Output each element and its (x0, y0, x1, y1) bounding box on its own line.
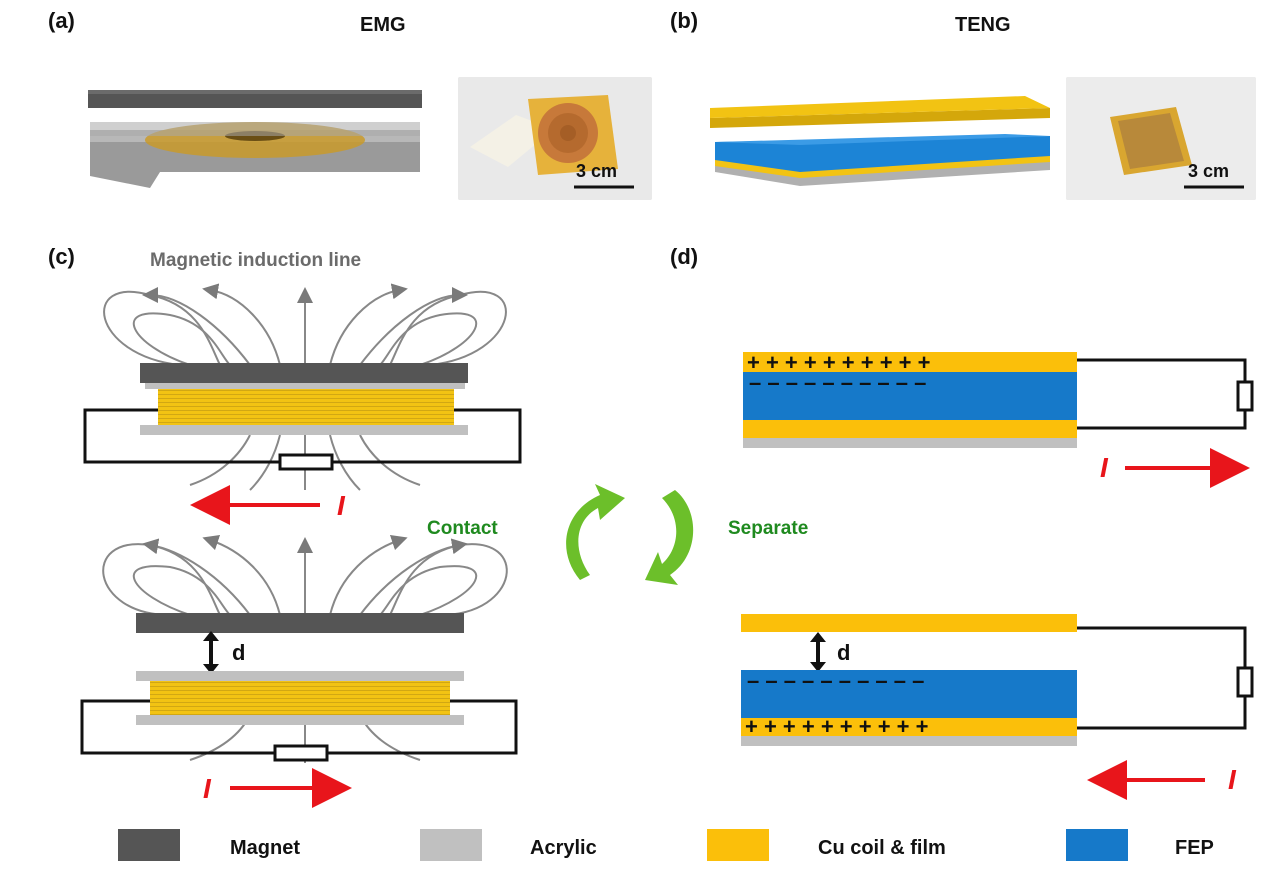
svg-text:+ + + + + + + + + +: + + + + + + + + + + (747, 350, 931, 375)
cycle-arrows (566, 484, 694, 585)
svg-text:– – – – – – – – – –: – – – – – – – – – – (747, 668, 924, 693)
current-label-d-top: I (1100, 452, 1108, 483)
panel-a-title: EMG (360, 14, 406, 36)
legend-swatch-magnet (118, 829, 180, 861)
teng-fep-layer (715, 136, 1050, 172)
current-label-c-bottom: I (203, 773, 211, 804)
legend-label-magnet: Magnet (230, 837, 300, 859)
current-label-d-bottom: I (1228, 764, 1236, 795)
negative-charges-bottom: – – – – – – – – – – (747, 668, 924, 693)
coil-top-state (158, 389, 454, 427)
gap-label-c: d (232, 640, 245, 665)
legend-label-fep: FEP (1175, 837, 1214, 859)
panel-b-label: (b) (670, 8, 699, 33)
resistor-bottom-state (273, 744, 329, 762)
panel-c-title: Magnetic induction line (150, 250, 362, 271)
current-label-c-top: I (337, 490, 345, 521)
circuit-d-bottom (1077, 626, 1247, 730)
teng-3d-illustration (710, 96, 1050, 186)
separate-arrow-icon (645, 490, 694, 585)
positive-charges-top: + + + + + + + + + + (747, 350, 931, 375)
emg-magnet-plate (88, 92, 422, 108)
svg-text:+ + + + + + + + + +: + + + + + + + + + + (745, 714, 929, 739)
emg-3d-illustration (88, 90, 422, 188)
fep-layer-contact (743, 372, 1077, 420)
resistor-d-top (1236, 380, 1254, 412)
cu-top-electrode-contact (743, 352, 1077, 372)
fep-layer-separate (741, 670, 1077, 718)
coil-bottom-state (150, 681, 450, 717)
resistor-d-bottom (1236, 666, 1254, 698)
teng-cross-sections: + + + + + + + + + + – – – – – – – – – – … (741, 350, 1254, 800)
cycle-separate-label: Separate (728, 518, 809, 539)
teng-photo: 3 cm (1066, 77, 1256, 200)
cycle-contact-label: Contact (427, 518, 498, 539)
legend-swatch-cu (707, 829, 769, 861)
cu-top-electrode-separate (741, 614, 1077, 632)
positive-charges-bottom: + + + + + + + + + + (745, 714, 929, 739)
panel-d-label: (d) (670, 244, 699, 269)
teng-top-film (710, 96, 1050, 118)
teng-scale-label: 3 cm (1188, 161, 1230, 181)
panel-a-label: (a) (48, 8, 75, 33)
emg-cross-sections: d (80, 283, 522, 808)
emg-photo: 3 cm (458, 77, 652, 200)
emg-bottom-plate (90, 142, 420, 188)
negative-charges-top: – – – – – – – – – – (749, 370, 926, 395)
legend-swatch-fep (1066, 829, 1128, 861)
magnet-top-state (140, 363, 468, 383)
contact-arrow-icon (566, 484, 625, 580)
emg-scale-label: 3 cm (576, 161, 618, 181)
circuit-d-top (1077, 358, 1247, 430)
magnet-bottom-state (136, 613, 464, 633)
svg-text:– – – – – – – – – –: – – – – – – – – – – (749, 370, 926, 395)
legend-label-acrylic: Acrylic (530, 837, 597, 859)
resistor-top-state (278, 453, 334, 471)
legend-label-cu: Cu coil & film (818, 837, 946, 859)
field-lines-top (103, 283, 507, 491)
legend-swatch-acrylic (420, 829, 482, 861)
gap-label-d: d (837, 640, 850, 665)
panel-b-title: TENG (955, 14, 1011, 36)
field-lines-bottom (102, 534, 508, 763)
panel-c-label: (c) (48, 244, 75, 269)
